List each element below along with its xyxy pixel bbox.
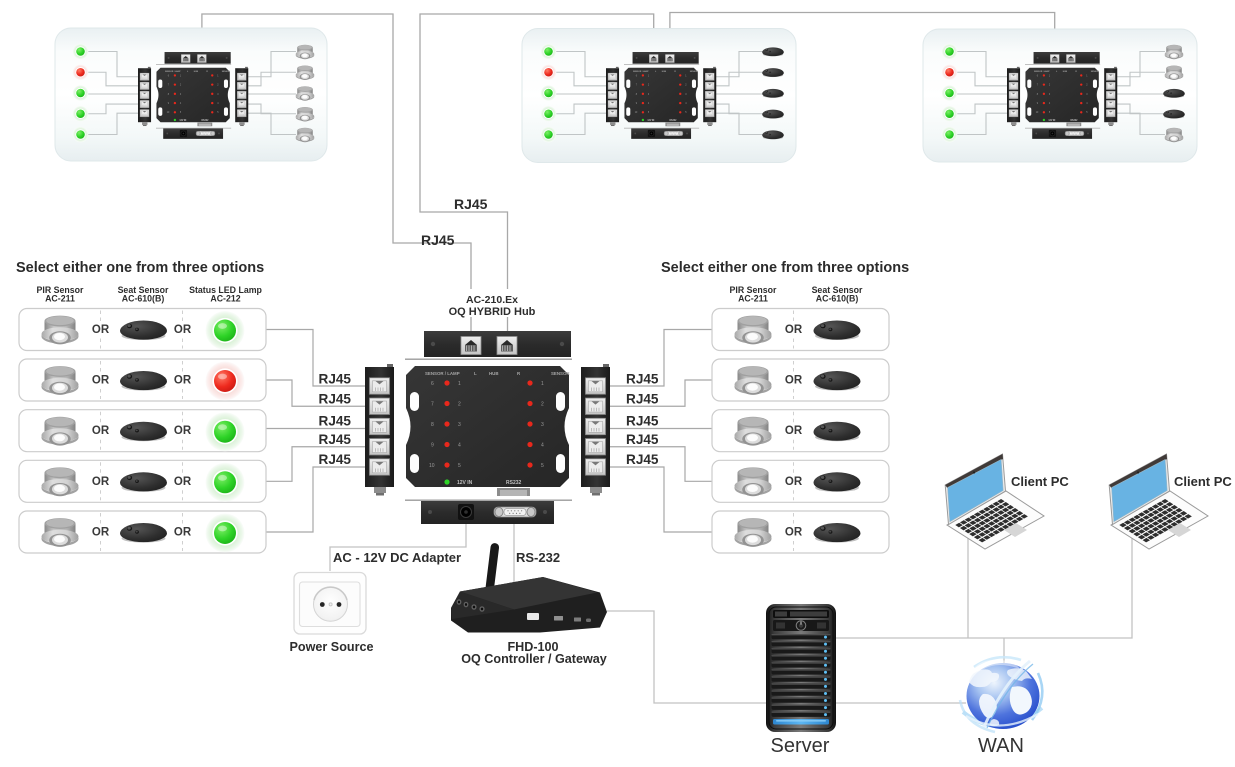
svg-text:OR: OR bbox=[785, 425, 803, 437]
svg-text:RJ45: RJ45 bbox=[319, 392, 352, 407]
svg-text:RS-232: RS-232 bbox=[516, 550, 560, 565]
svg-text:RJ45: RJ45 bbox=[626, 414, 659, 429]
svg-text:PIR Sensor: PIR Sensor bbox=[730, 285, 778, 295]
svg-text:OR: OR bbox=[174, 476, 192, 488]
svg-text:OR: OR bbox=[785, 476, 803, 488]
svg-text:FHD-100: FHD-100 bbox=[507, 640, 558, 654]
svg-text:OR: OR bbox=[174, 324, 192, 336]
svg-text:OR: OR bbox=[92, 476, 110, 488]
svg-text:RJ45: RJ45 bbox=[421, 232, 455, 248]
svg-text:AC-610(B): AC-610(B) bbox=[122, 294, 165, 304]
svg-text:AC - 12V DC Adapter: AC - 12V DC Adapter bbox=[333, 550, 461, 565]
svg-text:AC-211: AC-211 bbox=[738, 294, 768, 304]
svg-text:OR: OR bbox=[174, 375, 192, 387]
svg-text:OQ Controller / Gateway: OQ Controller / Gateway bbox=[461, 652, 607, 666]
svg-text:OR: OR bbox=[174, 527, 192, 539]
svg-text:Seat Sensor: Seat Sensor bbox=[118, 285, 169, 295]
svg-text:RJ45: RJ45 bbox=[626, 452, 659, 467]
svg-text:Client PC: Client PC bbox=[1174, 474, 1232, 489]
svg-text:RJ45: RJ45 bbox=[626, 432, 659, 447]
svg-text:OR: OR bbox=[785, 527, 803, 539]
svg-text:RJ45: RJ45 bbox=[626, 392, 659, 407]
svg-text:OR: OR bbox=[92, 324, 110, 336]
svg-text:OR: OR bbox=[785, 375, 803, 387]
svg-text:RJ45: RJ45 bbox=[319, 452, 352, 467]
svg-text:OR: OR bbox=[785, 324, 803, 336]
svg-text:Select either one from three o: Select either one from three options bbox=[661, 260, 909, 276]
svg-text:OQ HYBRID Hub: OQ HYBRID Hub bbox=[449, 306, 536, 318]
svg-text:WAN: WAN bbox=[978, 735, 1024, 757]
svg-text:Power Source: Power Source bbox=[290, 640, 374, 654]
svg-text:OR: OR bbox=[92, 375, 110, 387]
svg-text:OR: OR bbox=[174, 425, 192, 437]
svg-text:AC-610(B): AC-610(B) bbox=[816, 294, 859, 304]
svg-text:RJ45: RJ45 bbox=[626, 372, 659, 387]
svg-text:AC-211: AC-211 bbox=[45, 294, 75, 304]
svg-text:PIR Sensor: PIR Sensor bbox=[37, 285, 85, 295]
svg-text:RJ45: RJ45 bbox=[319, 372, 352, 387]
svg-text:RJ45: RJ45 bbox=[319, 414, 352, 429]
svg-text:Seat Sensor: Seat Sensor bbox=[812, 285, 863, 295]
svg-text:AC-210.Ex: AC-210.Ex bbox=[466, 294, 518, 306]
svg-text:RJ45: RJ45 bbox=[319, 432, 352, 447]
svg-text:OR: OR bbox=[92, 425, 110, 437]
svg-text:OR: OR bbox=[92, 527, 110, 539]
svg-text:RJ45: RJ45 bbox=[454, 196, 488, 212]
svg-text:Status LED Lamp: Status LED Lamp bbox=[189, 285, 262, 295]
svg-text:AC-212: AC-212 bbox=[210, 294, 240, 304]
svg-text:Server: Server bbox=[771, 735, 830, 757]
svg-text:Select either one from three o: Select either one from three options bbox=[16, 260, 264, 276]
svg-text:Client PC: Client PC bbox=[1011, 474, 1069, 489]
